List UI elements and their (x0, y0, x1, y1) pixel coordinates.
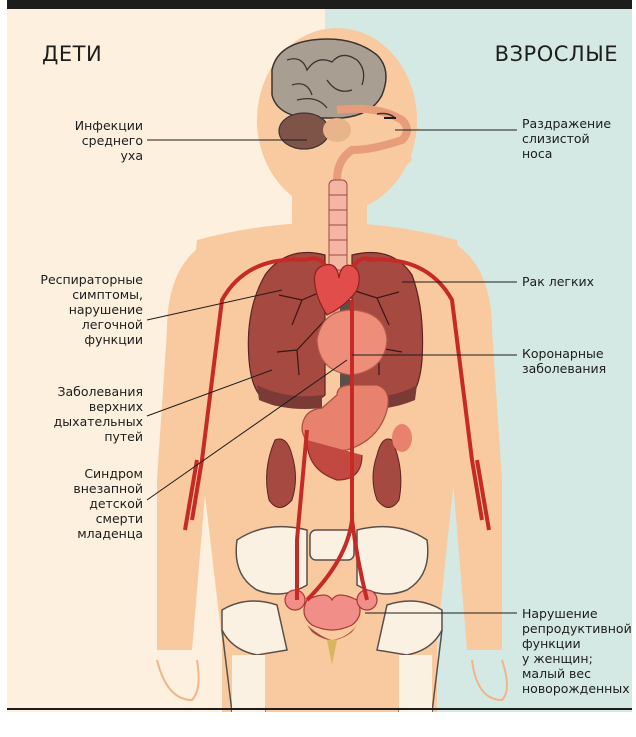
bottom-border (7, 708, 632, 710)
label-upper-airway-diseases: Заболевания верхних дыхательных путей (54, 384, 143, 444)
label-nasal-irritation: Раздражение слизистой носа (522, 116, 611, 161)
children-title: ДЕТИ (42, 42, 102, 66)
label-reproductive-disorders: Нарушение репродуктивной функции у женщи… (522, 606, 632, 696)
adults-title: ВЗРОСЛЫЕ (495, 42, 618, 66)
label-lung-cancer: Рак легких (522, 274, 594, 289)
label-sids: Синдром внезапной детской смерти младенц… (73, 466, 143, 541)
label-respiratory-symptoms: Респираторные симптомы, нарушение легочн… (40, 272, 143, 347)
infographic-frame: ДЕТИ ВЗРОСЛЫЕ Инфекции среднего уха Респ… (7, 0, 632, 712)
label-coronary-disease: Коронарные заболевания (522, 346, 606, 376)
label-ear-infections: Инфекции среднего уха (75, 118, 143, 163)
